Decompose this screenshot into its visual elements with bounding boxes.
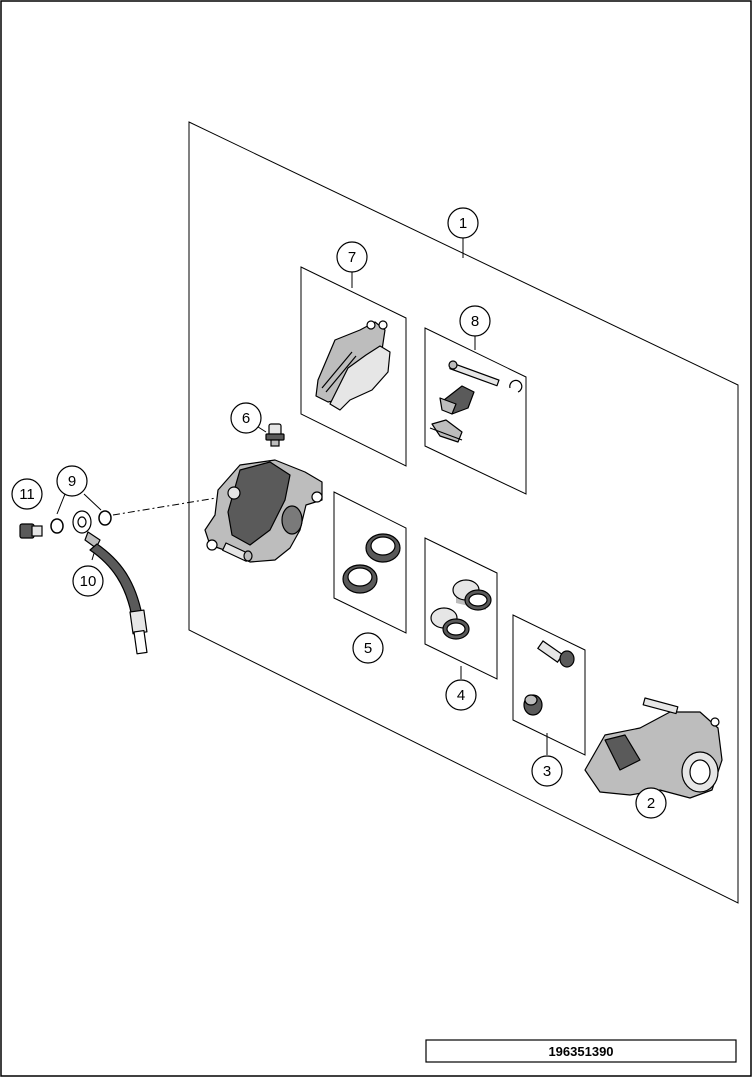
callouts: 1 2 3 4 5 6 7 8 bbox=[11, 207, 667, 819]
svg-text:2: 2 bbox=[647, 795, 655, 812]
slide-bolt-icon bbox=[523, 640, 575, 716]
callout-5: 5 bbox=[352, 632, 384, 664]
panel-pin-kit bbox=[424, 327, 527, 495]
bleed-valve-icon bbox=[265, 423, 285, 447]
svg-text:9: 9 bbox=[68, 473, 76, 490]
panel-seal-kit bbox=[333, 491, 407, 634]
callout-10: 10 bbox=[72, 565, 104, 597]
callout-7: 7 bbox=[336, 241, 368, 273]
svg-text:5: 5 bbox=[364, 640, 372, 657]
svg-text:11: 11 bbox=[19, 486, 35, 503]
callout-4: 4 bbox=[445, 679, 477, 711]
piston-seal-icon bbox=[342, 533, 401, 594]
callout-9: 9 bbox=[56, 465, 88, 497]
svg-text:7: 7 bbox=[348, 249, 356, 266]
banjo-bolt-icon bbox=[19, 523, 43, 539]
leader-lines bbox=[56, 238, 649, 791]
panel-slide-bolt-kit bbox=[512, 614, 586, 756]
pin-kit-icon bbox=[429, 360, 523, 443]
caliper-bracket-icon bbox=[584, 697, 723, 799]
panel-piston-kit bbox=[424, 537, 498, 680]
svg-text:3: 3 bbox=[543, 763, 551, 780]
brake-caliper-icon bbox=[204, 459, 323, 563]
callout-8: 8 bbox=[459, 305, 491, 337]
reference-number: 196351390 bbox=[548, 1044, 613, 1059]
callout-3: 3 bbox=[531, 755, 563, 787]
panel-brake-pads bbox=[300, 266, 407, 467]
reference-box: 196351390 bbox=[425, 1039, 737, 1063]
svg-text:8: 8 bbox=[471, 313, 479, 330]
sealing-washer-icon bbox=[50, 510, 112, 534]
assembly-panel bbox=[188, 121, 739, 904]
callout-2: 2 bbox=[635, 787, 667, 819]
piston-icon bbox=[430, 579, 492, 640]
svg-text:6: 6 bbox=[242, 410, 250, 427]
svg-text:10: 10 bbox=[80, 573, 97, 590]
svg-text:4: 4 bbox=[457, 687, 465, 704]
brake-line-icon bbox=[72, 510, 148, 655]
callout-6: 6 bbox=[230, 402, 262, 434]
brake-pad-icon bbox=[315, 320, 391, 411]
svg-text:1: 1 bbox=[459, 215, 467, 232]
callout-11: 11 bbox=[11, 478, 43, 510]
callout-1: 1 bbox=[447, 207, 479, 239]
